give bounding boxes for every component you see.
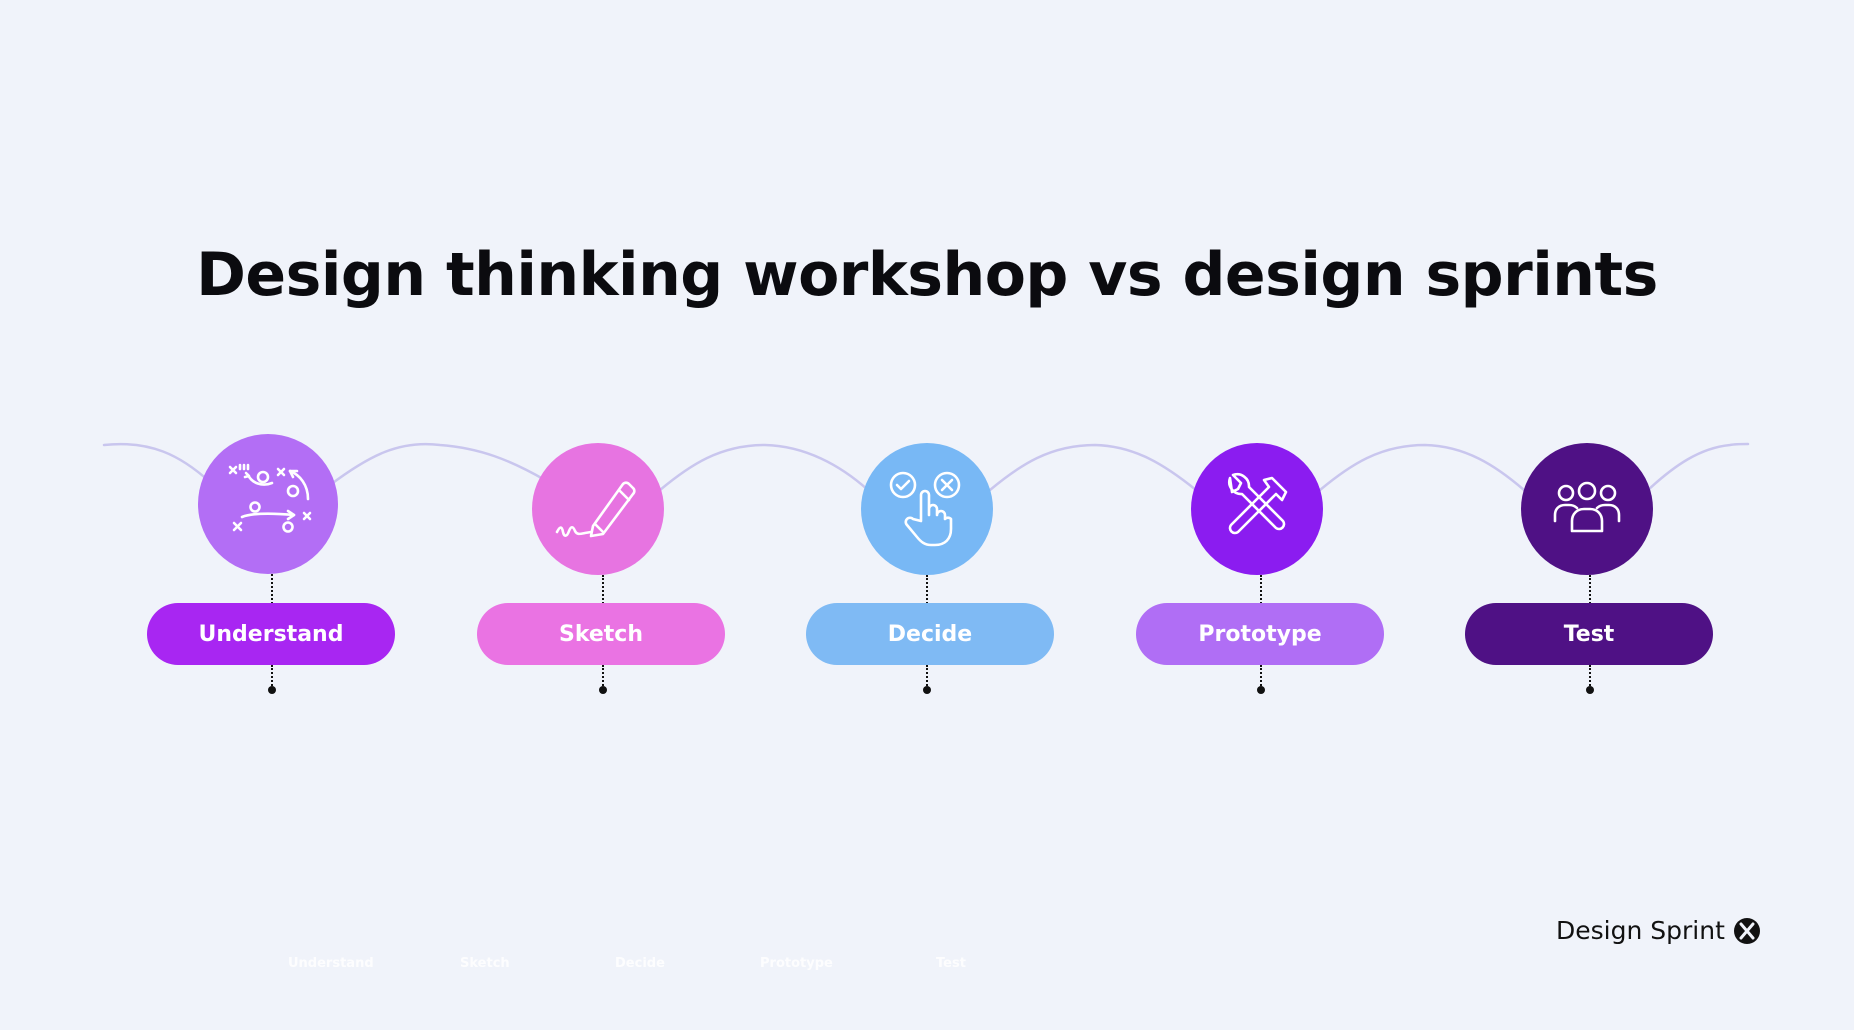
step-pill-test: Test xyxy=(1465,603,1713,665)
step-circle-understand xyxy=(198,434,338,574)
tools-icon xyxy=(1228,473,1288,535)
end-dot xyxy=(599,686,607,694)
step-circle-sketch xyxy=(532,443,664,575)
brand-logo: Design Sprint xyxy=(1556,916,1761,945)
step-circle-decide xyxy=(861,443,993,575)
step-pill-sketch: Sketch xyxy=(477,603,725,665)
step-pill-decide: Decide xyxy=(806,603,1054,665)
connector-dots xyxy=(602,665,604,690)
step-label: Prototype xyxy=(1198,621,1322,647)
connector-dots xyxy=(926,665,928,690)
step-pill-understand: Understand xyxy=(147,603,395,665)
connector-dots xyxy=(1589,665,1591,690)
pencil-icon xyxy=(555,481,636,538)
design-sprint-x-logo xyxy=(1733,917,1760,944)
ghost-label: Prototype xyxy=(760,956,833,971)
connector-dots xyxy=(602,575,604,604)
page-title: Design thinking workshop vs design sprin… xyxy=(196,240,1658,310)
ghost-label: Understand xyxy=(288,956,374,971)
step-circle-prototype xyxy=(1191,443,1323,575)
users-group-icon xyxy=(1553,481,1621,533)
end-dot xyxy=(923,686,931,694)
ghost-label: Decide xyxy=(615,956,665,971)
ghost-label: Sketch xyxy=(460,956,510,971)
connector-dots xyxy=(926,575,928,604)
step-circle-test xyxy=(1521,443,1653,575)
brand-text: Design Sprint xyxy=(1556,916,1725,945)
connector-dots xyxy=(1260,665,1262,690)
step-label: Sketch xyxy=(558,621,644,647)
step-label: Decide xyxy=(887,621,973,647)
end-dot xyxy=(1586,686,1594,694)
connector-dots xyxy=(271,665,273,690)
connector-dots xyxy=(271,574,273,604)
step-pill-prototype: Prototype xyxy=(1136,603,1384,665)
connector-dots xyxy=(1589,575,1591,604)
end-dot xyxy=(268,686,276,694)
step-label: Understand xyxy=(198,621,344,647)
ghost-label: Test xyxy=(936,956,966,971)
vote-hand-icon xyxy=(889,471,961,547)
step-label: Test xyxy=(1563,621,1615,647)
end-dot xyxy=(1257,686,1265,694)
strategy-play-icon xyxy=(228,463,312,533)
connector-dots xyxy=(1260,575,1262,604)
